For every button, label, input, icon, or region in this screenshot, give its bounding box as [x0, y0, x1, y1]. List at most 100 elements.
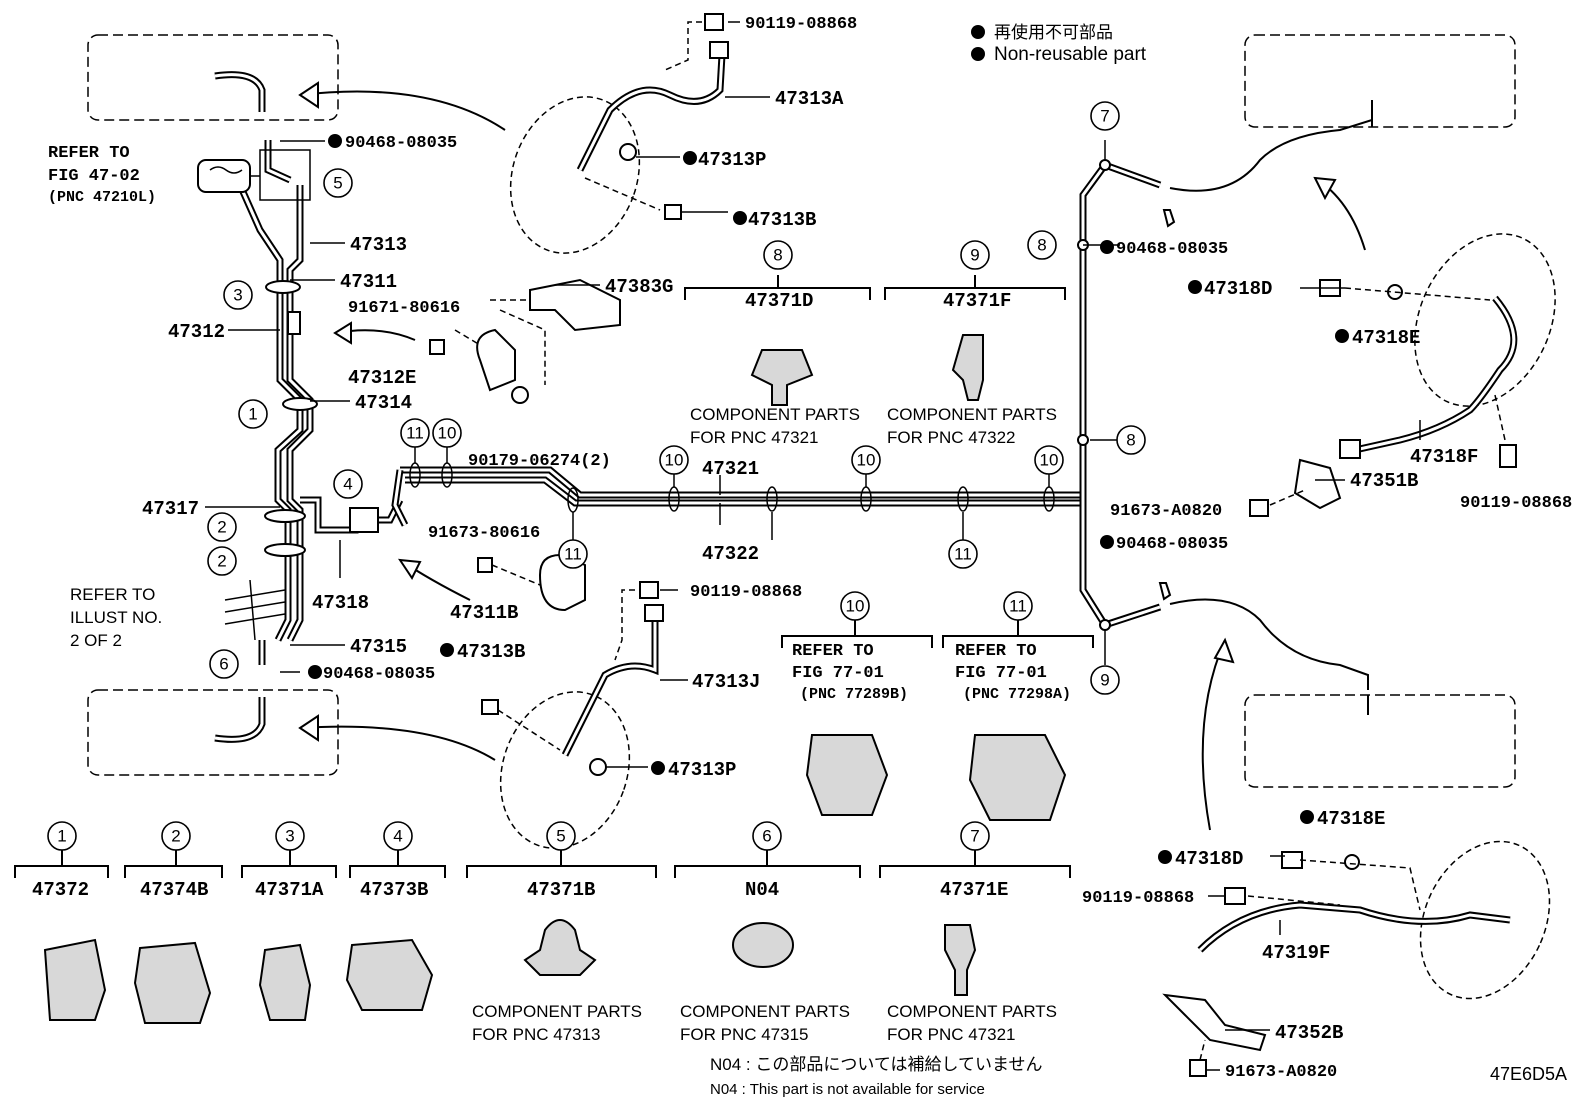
bracket-47351B-icon: [1293, 458, 1342, 510]
refer-fig-47-02-line2: FIG 47-02: [48, 167, 140, 186]
callout-11: 11: [400, 418, 430, 448]
callout-group-9: 9: [960, 240, 990, 270]
callout-group-2: 2: [161, 821, 191, 851]
svg-text:2: 2: [171, 827, 180, 846]
label-47318: 47318: [312, 592, 369, 614]
svg-text:10: 10: [438, 424, 457, 443]
flex-hoses: [481, 13, 1556, 1077]
clip-47371A-icon: [258, 943, 312, 1021]
clip-1-ring: [282, 397, 318, 411]
label-47352B: 47352B: [1275, 1022, 1343, 1044]
arrow-top-left: [299, 90, 506, 131]
bolt-90119-08868-j-icon: [639, 581, 659, 599]
callout-group-3: 3: [275, 821, 305, 851]
group-4-part: 47373B: [360, 879, 428, 901]
svg-text:3: 3: [285, 827, 294, 846]
label-47312: 47312: [168, 321, 225, 343]
svg-text:8: 8: [773, 246, 782, 265]
legend: 再使用不可部品 Non-reusable part: [971, 22, 1147, 65]
label-47321: 47321: [702, 458, 759, 480]
detail-circle-47319F: [1419, 840, 1551, 1000]
callout-3: 3: [223, 280, 253, 310]
right-vertical-tube: [1077, 100, 1373, 690]
tube-right-vertical: [1079, 160, 1162, 630]
callout-10: 10: [432, 418, 462, 448]
group-8-note2: FOR PNC 47321: [690, 428, 819, 447]
callout-group-6: 6: [752, 821, 782, 851]
detail-circle-47313A: [509, 96, 641, 254]
label-47351B: 47351B: [1350, 470, 1418, 492]
label-90468-08035-right-bottom: 90468-08035: [1116, 535, 1228, 554]
group-7-note1: COMPONENT PARTS: [887, 1002, 1057, 1021]
svg-text:10: 10: [665, 451, 684, 470]
group-11-line1: REFER TO: [955, 642, 1037, 661]
svg-text:2: 2: [217, 518, 226, 537]
hose-47319F: [1197, 901, 1511, 953]
hose-fitting-47313A: [709, 41, 729, 59]
label-47313A: 47313A: [775, 88, 844, 110]
bolt-91673-A0820-a-icon: [1249, 499, 1269, 517]
hose-fitting-47313J: [644, 604, 664, 622]
svg-text:4: 4: [393, 827, 402, 846]
callout-2: 2: [207, 546, 237, 576]
label-47319F: 47319F: [1262, 942, 1330, 964]
svg-text:4: 4: [343, 475, 352, 494]
label-90119-08868-a: 90119-08868: [745, 15, 857, 34]
group-1-part: 47372: [32, 879, 89, 901]
arrows: [298, 81, 1366, 831]
group-9-part: 47371F: [943, 290, 1011, 312]
svg-text:7: 7: [1100, 107, 1109, 126]
callout-8: 8: [1027, 230, 1057, 260]
group-7-note2: FOR PNC 47321: [887, 1025, 1016, 1044]
figure-code: 47E6D5A: [1490, 1064, 1567, 1084]
label-90468-08035-right-top: 90468-08035: [1116, 240, 1228, 259]
label-47312E: 47312E: [348, 367, 416, 389]
leader-lines: [205, 21, 1421, 1071]
clip-47371E-icon: [944, 924, 977, 996]
callout-10: 10: [851, 445, 881, 475]
clip-47372-icon: [43, 938, 107, 1021]
label-47318E-a: 47318E: [1352, 327, 1420, 349]
nut-90179-06274-icon: [511, 386, 529, 404]
group-3-part: 47371A: [255, 879, 324, 901]
view-box-top-left: [87, 34, 339, 121]
clip-77289B-icon: [805, 734, 889, 816]
clip-pictograms: [14, 275, 1094, 1024]
svg-text:9: 9: [1100, 671, 1109, 690]
view-box-top-right: [1244, 34, 1516, 128]
callout-group-8: 8: [763, 240, 793, 270]
clip-77298A-icon: [968, 734, 1067, 821]
callout-10: 10: [659, 445, 689, 475]
bolt-90119-08868-b-icon: [1224, 887, 1246, 905]
label-90179-06274: 90179-06274(2): [468, 452, 611, 471]
callout-6: 6: [209, 649, 239, 679]
group-6-note2: FOR PNC 47315: [680, 1025, 809, 1044]
union-47318: [349, 507, 379, 533]
svg-text:10: 10: [846, 597, 865, 616]
callout-group-7: 7: [960, 821, 990, 851]
svg-text:6: 6: [762, 827, 771, 846]
svg-text:2: 2: [217, 552, 226, 571]
clip-3-ring: [265, 280, 301, 294]
svg-text:11: 11: [1009, 597, 1027, 616]
clip-47371B-icon: [523, 919, 597, 976]
arrow-bottom-right: [1201, 639, 1226, 831]
refer-illust-line2: ILLUST NO.: [70, 608, 162, 627]
callout-group-1: 1: [47, 821, 77, 851]
clip-47373B-icon: [345, 938, 434, 1011]
footnote-jp: N04 : この部品については補給していません: [710, 1055, 1043, 1074]
footnote-en: N04 : This part is not available for ser…: [710, 1081, 985, 1098]
non-reusable-dot-icon: [971, 47, 985, 61]
callout-group-4: 4: [383, 821, 413, 851]
label-47318F: 47318F: [1410, 446, 1478, 468]
callout-10: 10: [1034, 445, 1064, 475]
svg-text:7: 7: [970, 827, 979, 846]
callout-11: 11: [948, 539, 978, 569]
clip-47371D-icon: [750, 349, 814, 406]
svg-text:10: 10: [857, 451, 876, 470]
svg-text:11: 11: [564, 545, 582, 564]
label-91673-80616: 91673-80616: [428, 524, 540, 543]
union-47312: [287, 311, 301, 335]
